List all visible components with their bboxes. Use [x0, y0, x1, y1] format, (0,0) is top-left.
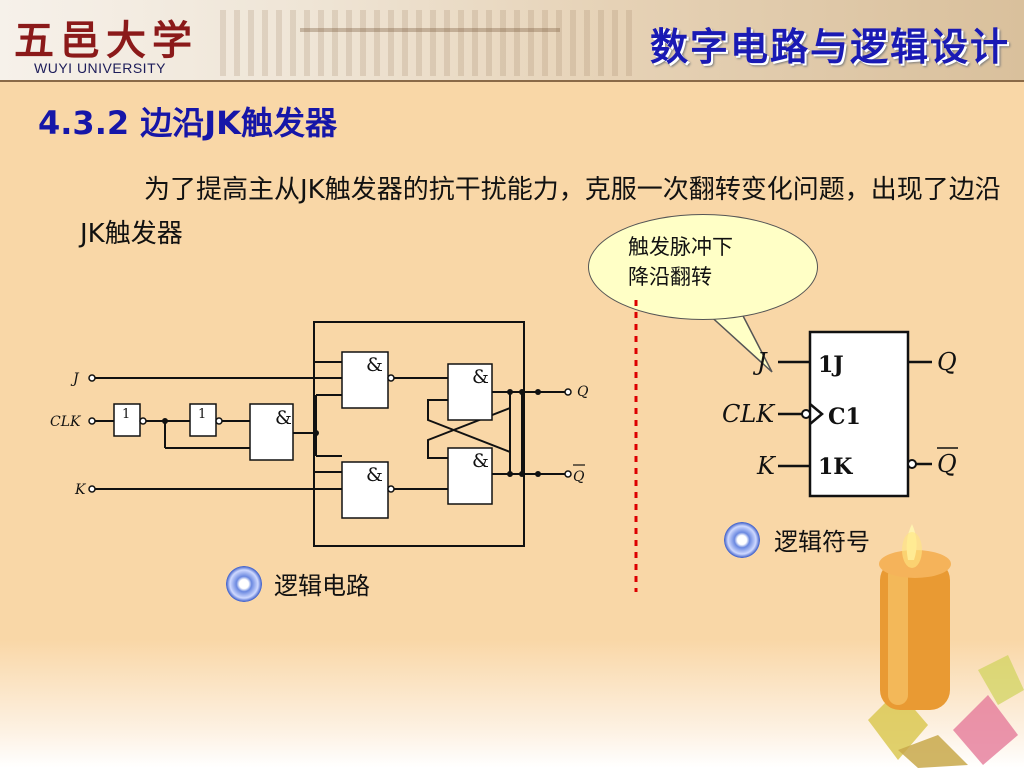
- intro-paragraph: 为了提高主从JK触发器的抗干扰能力，克服一次翻转变化问题，出现了边沿JK触发器: [80, 175, 1001, 249]
- and-gate-upper-latch: [447, 363, 493, 421]
- and-gate-clock: [249, 403, 294, 461]
- symbol-caption: 逻辑符号: [774, 528, 870, 556]
- not-gate-1-bubble: [139, 417, 147, 425]
- clk-inversion-bubble: [801, 409, 811, 419]
- qbar-inversion-bubble: [907, 459, 917, 469]
- callout-bubble: [588, 214, 818, 320]
- input-k-label: K: [74, 482, 87, 498]
- pin-1j-label: 1J: [818, 352, 844, 378]
- output-qbar-terminal: [564, 470, 572, 478]
- symbol-q-label: Q: [937, 348, 957, 376]
- callout-text: 触发脉冲下 降沿翻转: [628, 232, 733, 292]
- upper-gate-bubble: [387, 374, 395, 382]
- symbol-clk-label: CLK: [722, 400, 776, 428]
- header-divider: [0, 80, 1024, 82]
- input-j-label: J: [70, 371, 80, 387]
- callout-line-2: 降沿翻转: [628, 265, 712, 289]
- not-gate-2-label: 1: [198, 407, 206, 422]
- symbol-box: [808, 330, 910, 498]
- junction-dots: [162, 389, 541, 477]
- output-q-label: Q: [577, 384, 589, 400]
- symbol-qbar-label: Q: [937, 450, 957, 478]
- and-gate-upper-input-label: &: [366, 354, 383, 376]
- input-clk-label: CLK: [50, 414, 82, 430]
- not-gate-1: [113, 403, 141, 437]
- circuit-wires: [95, 321, 565, 547]
- not-gate-1-label: 1: [122, 407, 130, 422]
- campus-building-roof: [300, 28, 560, 32]
- university-logo-en: WUYI UNIVERSITY: [34, 60, 166, 76]
- pin-1k-label: 1K: [818, 454, 853, 480]
- input-j-terminal: [88, 374, 96, 382]
- output-q-terminal: [564, 388, 572, 396]
- symbol-j-label: J: [752, 348, 768, 376]
- lower-gate-bubble: [387, 485, 395, 493]
- symbol-k-label: K: [756, 452, 777, 480]
- bullet-flower-icon: [724, 522, 760, 558]
- output-qbar-label: Q: [573, 469, 585, 485]
- candle-decoration-image: [868, 524, 1024, 768]
- and-gate-lower-latch-label: &: [472, 450, 489, 472]
- background-fade: [0, 640, 1024, 768]
- and-gate-upper-input: [341, 351, 389, 409]
- and-gate-lower-latch: [447, 447, 493, 505]
- and-gate-clock-label: &: [275, 407, 292, 429]
- course-title: 数字电路与逻辑设计: [649, 25, 1010, 69]
- input-k-terminal: [88, 485, 96, 493]
- callout-line-1: 触发脉冲下: [628, 235, 733, 259]
- bullet-flower-icon: [226, 566, 262, 602]
- pin-c1-label: C1: [828, 404, 861, 430]
- university-logo-cn: 五邑大学: [14, 17, 198, 64]
- circuit-caption: 逻辑电路: [274, 572, 370, 600]
- section-title: 4.3.2 边沿JK触发器: [38, 104, 337, 142]
- not-gate-2-bubble: [215, 417, 223, 425]
- input-clk-terminal: [88, 417, 96, 425]
- and-gate-lower-input: [341, 461, 389, 519]
- and-gate-lower-input-label: &: [366, 464, 383, 486]
- header-banner: [0, 0, 1024, 80]
- and-gate-upper-latch-label: &: [472, 366, 489, 388]
- clock-edge-icon: [809, 403, 824, 425]
- campus-building-image: [220, 10, 640, 76]
